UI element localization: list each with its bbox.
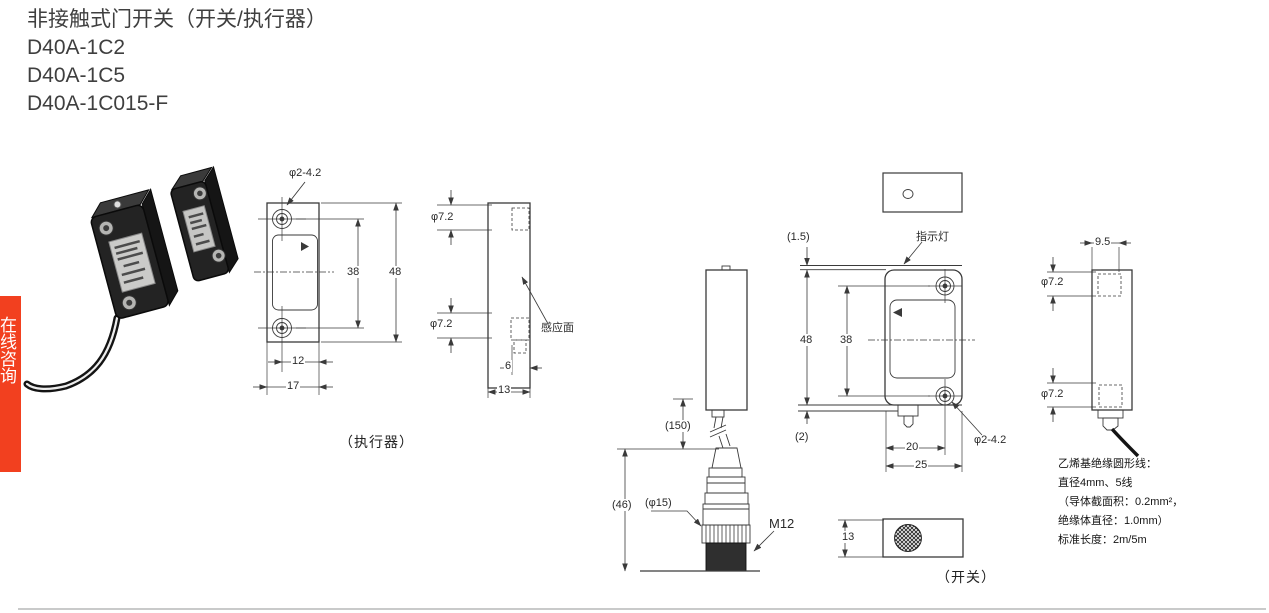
dim-actuator-width-outer: 17	[286, 380, 301, 392]
actuator-front-drawing	[253, 181, 402, 395]
switch-side-drawing	[1047, 240, 1140, 458]
dim-switch-outer-height: 48	[799, 334, 814, 346]
dim-swbottom-height: 13	[841, 531, 856, 543]
dim-actuator-inner-height: 38	[346, 266, 361, 278]
cable-note-line5: 标准长度：2m/5m	[1058, 534, 1147, 546]
side-floating-tab-label: 在线咨询	[0, 316, 16, 384]
caption-actuator: （执行器）	[339, 434, 414, 450]
dim-actuator-hole-dia: φ2-4.2	[289, 167, 322, 179]
label-m12-thread: M12	[769, 516, 795, 531]
switch-front-drawing	[798, 172, 983, 472]
cable-note-line1: 乙烯基绝缘圆形线：	[1058, 458, 1157, 470]
dim-actuator-outer-height: 48	[388, 266, 403, 278]
caption-switch: （开关）	[936, 569, 996, 585]
dim-switch-inner-height: 38	[839, 334, 854, 346]
dim-switch-bottom-offset: (2)	[795, 431, 809, 443]
dim-switch-hole-dia: φ2-4.2	[974, 434, 1007, 446]
dim-actuator-width-inner: 12	[291, 355, 306, 367]
dim-swside-top-width: 9.5	[1094, 236, 1112, 248]
title-block: 非接触式门开关（开关/执行器） D40A-1C2 D40A-1C5 D40A-1…	[27, 6, 327, 118]
cable-note-line2: 直径4mm、5线	[1058, 477, 1133, 489]
switch-cable-drawing	[617, 265, 775, 572]
dim-connector-dia: (φ15)	[644, 497, 673, 509]
cable-note-line3: （导体截面积：0.2mm²，	[1058, 496, 1184, 508]
model-name-1: D40A-1C2	[27, 36, 126, 59]
dim-actside-width-outer: 13	[497, 384, 512, 396]
bottom-divider	[18, 608, 1266, 610]
photo-switch-unit	[90, 188, 179, 319]
side-floating-tab[interactable]: 在线咨询	[0, 296, 21, 472]
dim-connector-length: (46)	[611, 499, 633, 511]
label-sensing-face: 感应面	[541, 322, 574, 334]
dim-actside-width-inner: 6	[504, 360, 513, 372]
cable-note: 乙烯基绝缘圆形线： 直径4mm、5线 （导体截面积：0.2mm²， 绝缘体直径：…	[1058, 455, 1183, 550]
page-title: 非接触式门开关（开关/执行器）	[27, 8, 327, 31]
label-indicator-lamp: 指示灯	[916, 231, 949, 243]
dim-cable-length: (150)	[664, 420, 692, 432]
model-name-3: D40A-1C015-F	[27, 92, 169, 115]
photo-actuator-unit	[170, 165, 239, 282]
switch-bottom-drawing	[838, 518, 964, 558]
dim-swside-bottom-dia: φ7.2	[1040, 388, 1065, 400]
product-photo	[23, 165, 239, 393]
model-name-2: D40A-1C5	[27, 64, 126, 87]
cable-note-line4: 绝缘体直径：1.0mm）	[1058, 515, 1169, 527]
dim-switch-width: 25	[914, 459, 929, 471]
dim-swside-top-dia: φ7.2	[1040, 276, 1065, 288]
dim-switch-top-offset: (1.5)	[787, 231, 810, 243]
dim-actside-top-dia: φ7.2	[430, 211, 455, 223]
dim-actside-bottom-dia: φ7.2	[429, 318, 454, 330]
dim-switch-hole-span: 20	[905, 441, 920, 453]
